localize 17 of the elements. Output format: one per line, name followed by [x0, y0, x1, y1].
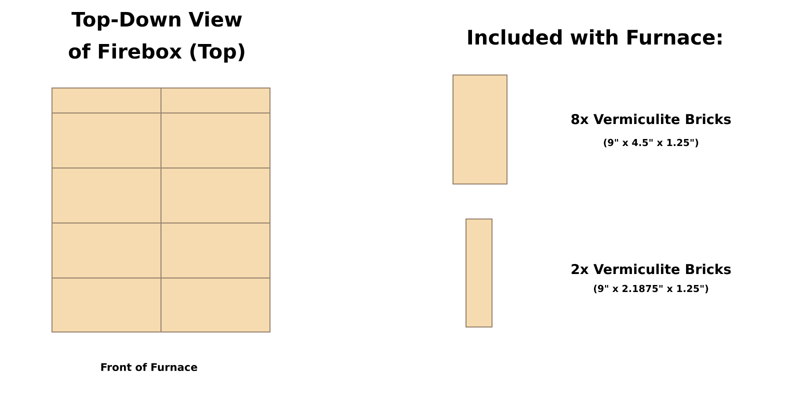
brick-cell [160, 222, 270, 278]
brick-cell [52, 168, 162, 224]
brick-cell [52, 278, 162, 332]
brick-name: 2x Vermiculite Bricks [572, 264, 731, 274]
brick-cell [52, 222, 162, 278]
brick [466, 218, 492, 328]
heading: Included with Furnace: [468, 29, 722, 45]
heading: Top-Down View of Firebox (Top) [68, 11, 244, 63]
brick-dimensions: (9" x 4.5" x 1.25") [604, 138, 698, 148]
brick-cell [160, 278, 270, 332]
brick-cell [160, 168, 270, 224]
brick-dimensions: (9" x 2.1875" x 1.25") [594, 284, 708, 294]
brick-name: 8x Vermiculite Bricks [571, 114, 731, 124]
brick-cell [52, 88, 162, 114]
brick-cell [160, 88, 270, 114]
note: Front of Furnace [101, 362, 198, 372]
brick [452, 74, 508, 184]
